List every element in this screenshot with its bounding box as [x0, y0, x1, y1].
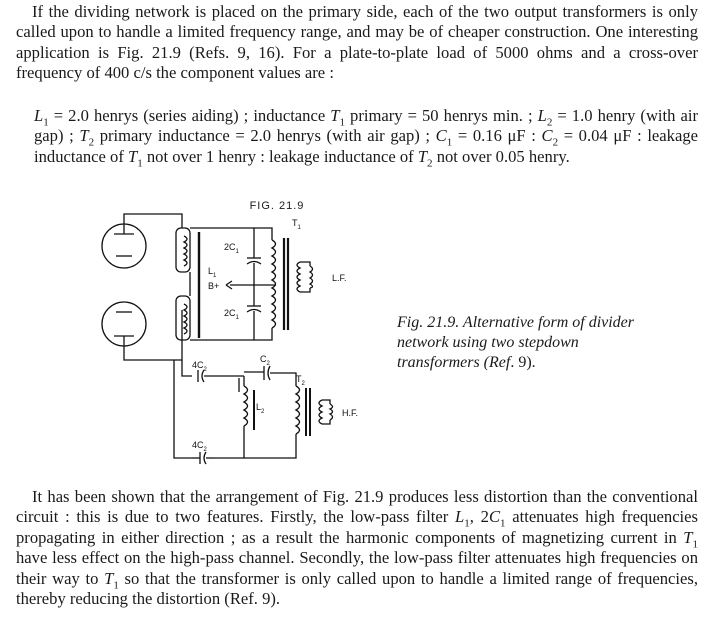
label-sub: 1 — [236, 249, 240, 255]
subscript: 1 — [137, 157, 143, 170]
subscript: 2 — [88, 136, 95, 149]
symbol-c1: C — [435, 126, 447, 146]
symbol-t2: T — [417, 146, 428, 166]
body-text: so that the transformer is only called u… — [16, 568, 698, 609]
label-sub: 1 — [298, 225, 302, 231]
label-text: L — [208, 266, 213, 276]
symbol-c2: C — [541, 126, 553, 146]
body-text: , 2 — [469, 507, 489, 527]
label-t1: T1 — [292, 218, 302, 231]
value-text: = 2.0 henrys (series aiding) ; inductanc… — [48, 106, 331, 125]
component-values: L1 = 2.0 henrys (series aiding) ; induct… — [34, 106, 698, 170]
intro-text: If the dividing network is placed on the… — [16, 2, 698, 83]
subscript: 1 — [339, 116, 345, 129]
subscript: 1 — [464, 517, 470, 530]
value-text: = 0.04 μF : leakage inductance of — [34, 126, 698, 166]
caption-ref: Ref — [489, 354, 511, 371]
figure-caption: Fig. 21.9. Alternative form of divider n… — [397, 313, 647, 373]
label-text: C — [260, 354, 267, 364]
subscript: 1 — [446, 136, 453, 149]
label-2c1-bottom: 2C1 — [224, 308, 240, 321]
caption-text: Fig. 21.9. Alternative form of divider n… — [397, 314, 635, 371]
subscript: 2 — [552, 136, 559, 149]
subscript: 1 — [43, 116, 49, 129]
label-hf: H.F. — [342, 408, 358, 418]
label-text: T — [296, 374, 302, 384]
figure-title: FIG. 21.9 — [249, 200, 305, 212]
value-text: = 0.16 μF : — [452, 126, 542, 146]
label-4c2-bottom: 4C2 — [192, 440, 208, 453]
subscript: 2 — [427, 157, 433, 170]
label-l2: L2 — [256, 402, 265, 415]
symbol-l1: L — [455, 507, 465, 527]
body-text: It has been shown that the arrangement o… — [16, 487, 698, 527]
circuit-diagram: T1 2C1 L1 B+ L.F. 2C1 4C2 C2 T2 L2 H.F. … — [101, 213, 358, 465]
label-l1: L1 — [208, 266, 217, 279]
symbol-t1: T — [128, 146, 138, 166]
subscript: 1 — [692, 538, 699, 551]
label-text: 2C — [224, 242, 236, 252]
label-text: 4C — [192, 360, 204, 370]
intro-paragraph: If the dividing network is placed on the… — [16, 2, 698, 84]
subscript: 1 — [113, 578, 119, 591]
label-sub: 1 — [236, 315, 240, 321]
label-c2: C2 — [260, 354, 271, 367]
label-sub: 2 — [204, 447, 208, 453]
label-4c2-top: 4C2 — [192, 360, 208, 373]
value-text: not over 1 henry : leakage inductance of — [142, 146, 418, 166]
label-sub: 2 — [261, 409, 265, 415]
subscript: 1 — [500, 517, 506, 530]
symbol-t2: T — [79, 126, 89, 146]
label-lf: L.F. — [332, 273, 347, 283]
label-bplus: B+ — [208, 281, 219, 291]
label-text: 2C — [224, 308, 236, 318]
symbol-t1: T — [330, 106, 340, 125]
label-sub: 2 — [267, 361, 271, 367]
value-text: = 1.0 henry (with air gap) ; — [34, 106, 698, 146]
symbol-l2: L — [537, 106, 547, 125]
label-t2: T2 — [296, 374, 306, 387]
symbol-t1: T — [683, 527, 693, 547]
label-sub: 2 — [204, 367, 208, 373]
subscript: 2 — [546, 116, 553, 129]
label-text: L — [256, 402, 261, 412]
value-text: primary = 50 henrys min. ; — [344, 106, 538, 125]
body-text: have less effect on the high-pass channe… — [16, 548, 698, 588]
circuit-labels: T1 2C1 L1 B+ L.F. 2C1 4C2 C2 T2 L2 H.F. … — [192, 218, 358, 453]
label-text: 4C — [192, 440, 204, 450]
label-2c1-top: 2C1 — [224, 242, 240, 255]
caption-text: . 9). — [510, 354, 536, 371]
symbol-t1: T — [104, 568, 114, 588]
symbol-c1: C — [488, 507, 501, 527]
symbol-l1: L — [34, 106, 44, 125]
label-text: T — [292, 218, 298, 228]
label-sub: 2 — [302, 381, 306, 387]
body-text: attenuates high frequencies propagating … — [16, 507, 698, 547]
value-text: not over 0.05 henry. — [432, 146, 570, 166]
conclusion-paragraph: It has been shown that the arrangement o… — [16, 487, 698, 609]
label-sub: 1 — [213, 273, 217, 279]
value-text: primary inductance = 2.0 henrys (with ai… — [94, 126, 436, 146]
